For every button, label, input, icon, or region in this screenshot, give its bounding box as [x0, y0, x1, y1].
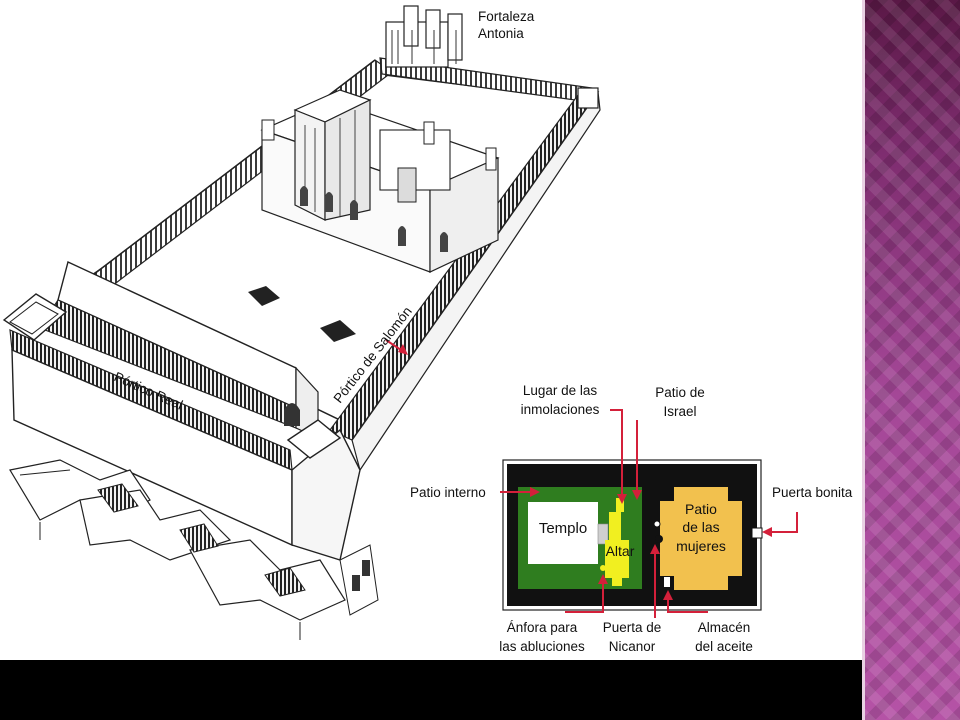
decorative-side-strip: [862, 0, 960, 720]
nicanor-gate-marker: [655, 535, 663, 543]
altar-block: [605, 498, 629, 586]
label-women-line2: de las: [682, 519, 719, 535]
stair-opening-2: [320, 320, 356, 342]
label-altar: Altar: [606, 543, 635, 559]
royal-portico: [39, 261, 319, 439]
label-sacrifice-line2: inmolaciones: [521, 402, 600, 417]
southeast-tower: [286, 419, 342, 459]
corner-tower: [577, 87, 599, 109]
label-oil-line2: del aceite: [695, 639, 753, 654]
label-beautiful-gate: Puerta bonita: [772, 485, 853, 500]
temple-block: [528, 502, 598, 564]
callout-arrows: [500, 409, 798, 618]
label-women-line1: Patio: [685, 501, 717, 517]
label-inner-court: Patio interno: [410, 485, 486, 500]
label-nicanor-line1: Puerta de: [603, 620, 662, 635]
stair-opening-1: [248, 286, 280, 306]
slide-canvas: Fortaleza Antonia Pórtico Real Pórtico d…: [2, 5, 853, 654]
label-oil-line1: Almacén: [698, 620, 751, 635]
label-sacrifice-line1: Lugar de las: [523, 383, 598, 398]
label-israel-line2: Israel: [663, 404, 696, 419]
label-ablution-line1: Ánfora para: [507, 620, 578, 635]
label-temple: Templo: [539, 520, 587, 537]
bottom-black-bar: [0, 660, 862, 720]
temple-vestibule: [597, 523, 609, 545]
women-court: [660, 487, 742, 590]
southwest-tower: [2, 293, 68, 341]
ablution-jar-marker: [600, 565, 606, 571]
label-ablution-line2: las abluciones: [499, 639, 585, 654]
sanctuary-complex: [260, 89, 500, 273]
label-fortress-line1: Fortaleza: [478, 9, 535, 24]
temple-mount-drawing: [2, 5, 601, 640]
label-nicanor-line2: Nicanor: [609, 639, 656, 654]
temple-illustration: Fortaleza Antonia Pórtico Real Pórtico d…: [2, 5, 853, 654]
label-fortress-line2: Antonia: [478, 26, 524, 41]
antonia-fortress: [385, 5, 463, 68]
beautiful-gate-marker: [751, 527, 763, 539]
label-israel-line1: Patio de: [655, 385, 705, 400]
oil-store-marker: [664, 577, 670, 587]
lower-stairways: [9, 459, 379, 640]
floor-plan: [502, 459, 763, 611]
label-women-line3: mujeres: [676, 538, 726, 554]
